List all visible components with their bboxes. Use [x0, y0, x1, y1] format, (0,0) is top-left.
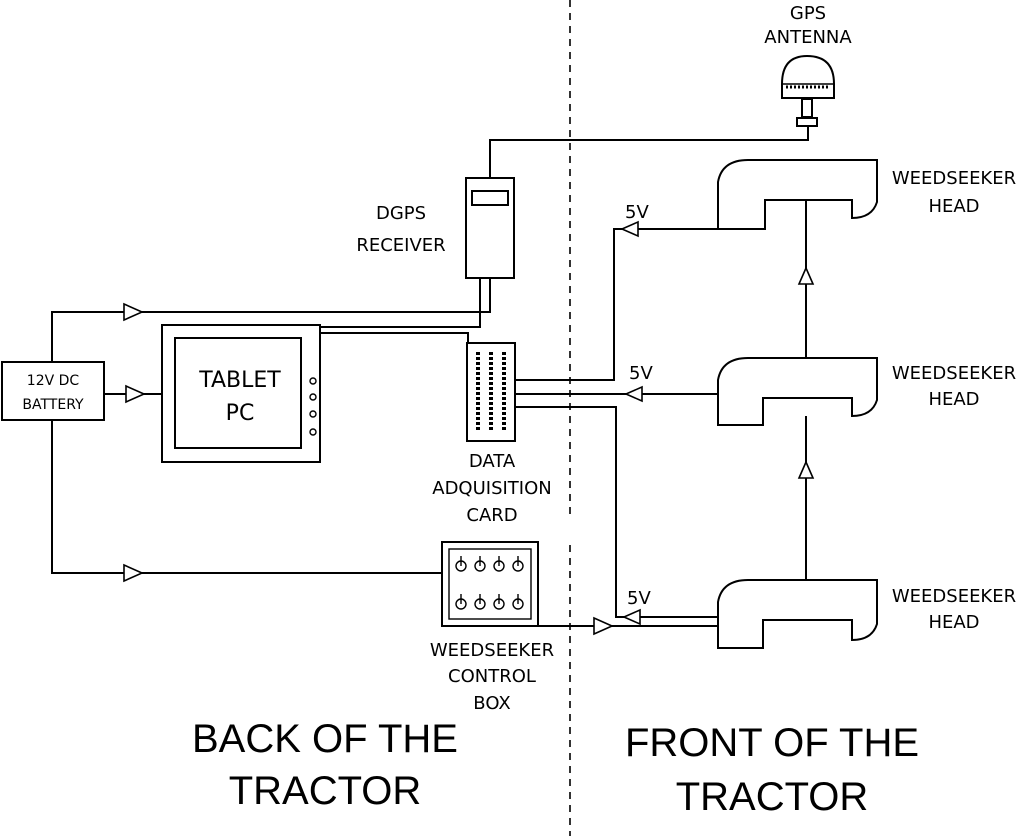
tablet-dgps-cable	[320, 278, 481, 328]
arrow-power-control	[123, 563, 144, 583]
gps-antenna-label-2: ANTENNA	[764, 27, 852, 48]
arrow-power-tablet	[125, 384, 146, 404]
voltage-label-1: 5V	[625, 202, 649, 223]
control-label-2: CONTROL	[448, 666, 536, 687]
head1-label-1: WEEDSEEKER	[892, 168, 1016, 189]
weedseeker-head-3	[717, 579, 878, 649]
tablet-button-icon	[309, 377, 317, 385]
tablet-screen	[174, 337, 302, 449]
tablet-button-icon	[309, 428, 317, 436]
arrow-5v-head1	[620, 220, 639, 238]
arrow-head-link-upper	[797, 266, 815, 285]
power-line-dgps	[51, 278, 491, 362]
control-knob-icons	[455, 556, 524, 610]
head3-label-2: HEAD	[928, 612, 979, 633]
voltage-label-2: 5V	[629, 363, 653, 384]
battery-label-1: 12V DC	[27, 373, 80, 389]
battery-label-2: BATTERY	[22, 397, 84, 413]
daq-label-2: ADQUISITION	[432, 478, 552, 499]
weedseeker-head-2	[717, 357, 878, 426]
power-line-control	[51, 420, 442, 574]
head1-label-2: HEAD	[928, 196, 979, 217]
tablet-label-1: TABLET	[198, 368, 281, 393]
tablet-button-icon	[309, 410, 317, 418]
control-box	[441, 541, 539, 627]
daq-label-1: DATA	[469, 451, 516, 472]
arrow-power-dgps	[123, 302, 144, 322]
head3-label-1: WEEDSEEKER	[892, 586, 1016, 607]
control-label-1: WEEDSEEKER	[430, 640, 554, 661]
antenna-cable	[489, 126, 809, 178]
arrow-5v-head3	[622, 608, 641, 626]
arrow-control-head	[593, 616, 614, 636]
battery-box	[1, 361, 105, 421]
front-caption-1: FRONT OF THE	[625, 721, 919, 765]
back-caption-2: TRACTOR	[229, 769, 422, 813]
daq-label-3: CARD	[466, 505, 517, 526]
dgps-display-icon	[471, 190, 509, 206]
dgps-label-2: RECEIVER	[356, 235, 445, 256]
control-label-3: BOX	[473, 693, 510, 714]
voltage-label-3: 5V	[627, 588, 651, 609]
daq-head1-cable	[515, 228, 718, 381]
dgps-label-1: DGPS	[376, 203, 426, 224]
tablet-button-icon	[309, 393, 317, 401]
tablet-daq-cable	[320, 332, 469, 343]
back-caption-1: BACK OF THE	[192, 717, 458, 761]
arrow-5v-head2	[624, 385, 643, 403]
daq-head3-cable	[515, 406, 718, 618]
arrow-head-link-lower	[797, 460, 815, 479]
tablet-label-2: PC	[226, 401, 255, 426]
gps-antenna-label-1: GPS	[790, 3, 826, 24]
head2-label-1: WEEDSEEKER	[892, 363, 1016, 384]
front-caption-2: TRACTOR	[676, 775, 869, 819]
control-box-panel	[448, 548, 532, 620]
head2-label-2: HEAD	[928, 389, 979, 410]
weedseeker-head-1	[717, 159, 878, 230]
gps-antenna-icon	[781, 54, 835, 127]
